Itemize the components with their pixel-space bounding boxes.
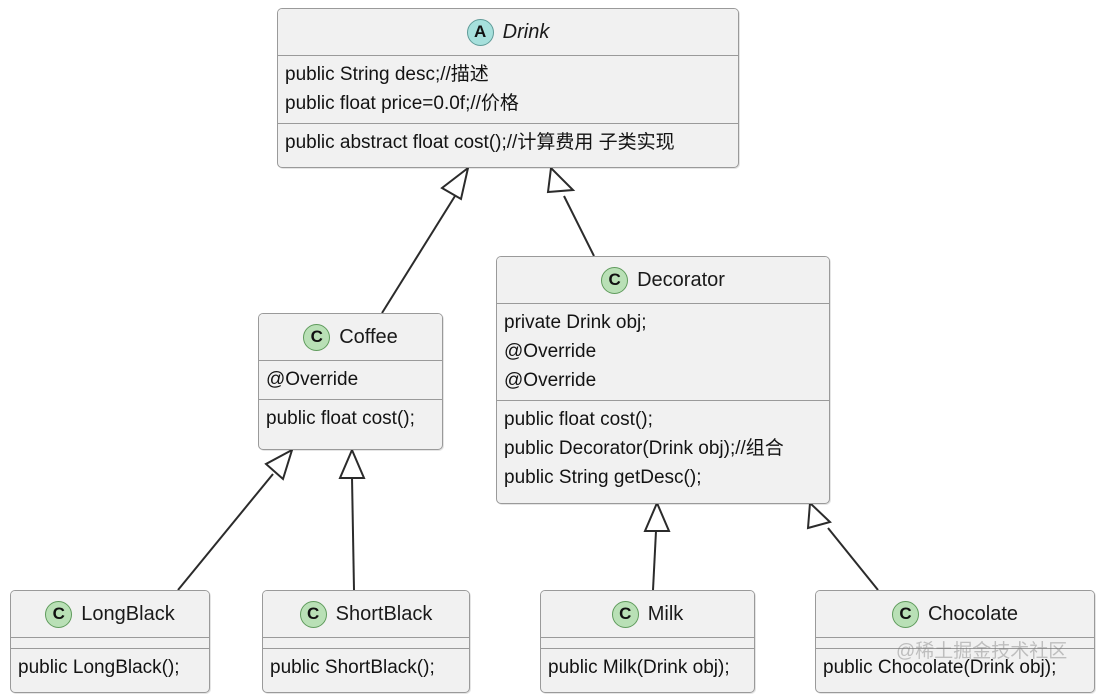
attributes-compartment-milk: [541, 638, 754, 649]
class-header-decorator: C Decorator: [497, 257, 829, 304]
class-icon: C: [891, 600, 919, 628]
class-header-drink: A Drink: [278, 9, 738, 56]
attributes-compartment-drink: public String desc;//描述 public float pri…: [278, 56, 738, 124]
operations-compartment-milk: public Milk(Drink obj);: [541, 649, 754, 687]
class-icon: C: [45, 600, 73, 628]
attributes-compartment-shortblack: [263, 638, 469, 649]
attribute-line: @Override: [504, 341, 597, 362]
operation-line: public float cost();: [266, 408, 415, 429]
operation-line: public abstract float cost();//计算费用 子类实现: [285, 132, 675, 153]
attributes-compartment-longblack: [11, 638, 209, 649]
attributes-compartment-coffee: @Override: [259, 361, 442, 400]
edge-shortblack-to-coffee: [338, 447, 366, 591]
class-icon: C: [611, 600, 639, 628]
operations-compartment-chocolate: public Chocolate(Drink obj);: [816, 649, 1094, 687]
class-box-decorator[interactable]: C Decorator private Drink obj; @Override…: [496, 256, 830, 504]
class-title-drink: Drink: [502, 20, 550, 43]
operation-line: public Decorator(Drink obj);//组合: [504, 438, 784, 459]
class-title-milk: Milk: [647, 602, 684, 625]
attribute-line: @Override: [266, 369, 359, 390]
operation-line: public LongBlack();: [18, 657, 180, 678]
attribute-line: private Drink obj;: [504, 312, 647, 333]
operations-compartment-longblack: public LongBlack();: [11, 649, 209, 687]
abstract-class-icon: A: [466, 18, 494, 46]
attribute-line: public String desc;//描述: [285, 64, 489, 85]
operations-compartment-coffee: public float cost();: [259, 400, 442, 438]
operation-line: public ShortBlack();: [270, 657, 435, 678]
operations-compartment-shortblack: public ShortBlack();: [263, 649, 469, 687]
class-header-longblack: C LongBlack: [11, 591, 209, 638]
class-box-coffee[interactable]: C Coffee @Override public float cost();: [258, 313, 443, 450]
operation-line: public Chocolate(Drink obj);: [823, 657, 1057, 678]
edge-longblack-to-coffee: [177, 447, 294, 591]
class-header-coffee: C Coffee: [259, 314, 442, 361]
edge-milk-to-decorator: [643, 500, 671, 591]
class-box-shortblack[interactable]: C ShortBlack public ShortBlack();: [262, 590, 470, 693]
class-icon: C: [601, 266, 629, 294]
operation-line: public float cost();: [504, 409, 653, 430]
attribute-line: public float price=0.0f;//价格: [285, 93, 519, 114]
edge-decorator-to-drink: [546, 165, 595, 257]
operation-line: public Milk(Drink obj);: [548, 657, 730, 678]
class-box-chocolate[interactable]: C Chocolate public Chocolate(Drink obj);: [815, 590, 1095, 693]
class-box-drink[interactable]: A Drink public String desc;//描述 public f…: [277, 8, 739, 168]
class-icon: C: [299, 600, 327, 628]
class-box-milk[interactable]: C Milk public Milk(Drink obj);: [540, 590, 755, 693]
class-box-longblack[interactable]: C LongBlack public LongBlack();: [10, 590, 210, 693]
operations-compartment-drink: public abstract float cost();//计算费用 子类实现: [278, 124, 738, 162]
attributes-compartment-decorator: private Drink obj; @Override @Override: [497, 304, 829, 401]
operation-line: public String getDesc();: [504, 467, 702, 488]
class-title-chocolate: Chocolate: [927, 602, 1019, 625]
attributes-compartment-chocolate: [816, 638, 1094, 649]
class-title-decorator: Decorator: [637, 268, 725, 291]
class-header-shortblack: C ShortBlack: [263, 591, 469, 638]
class-icon: C: [303, 323, 331, 351]
class-title-shortblack: ShortBlack: [335, 602, 433, 625]
attribute-line: @Override: [504, 370, 597, 391]
edge-coffee-to-drink: [381, 165, 470, 314]
class-title-coffee: Coffee: [339, 325, 398, 348]
class-header-chocolate: C Chocolate: [816, 591, 1094, 638]
class-title-longblack: LongBlack: [81, 602, 175, 625]
operations-compartment-decorator: public float cost(); public Decorator(Dr…: [497, 401, 829, 497]
class-header-milk: C Milk: [541, 591, 754, 638]
edge-chocolate-to-decorator: [806, 500, 879, 591]
